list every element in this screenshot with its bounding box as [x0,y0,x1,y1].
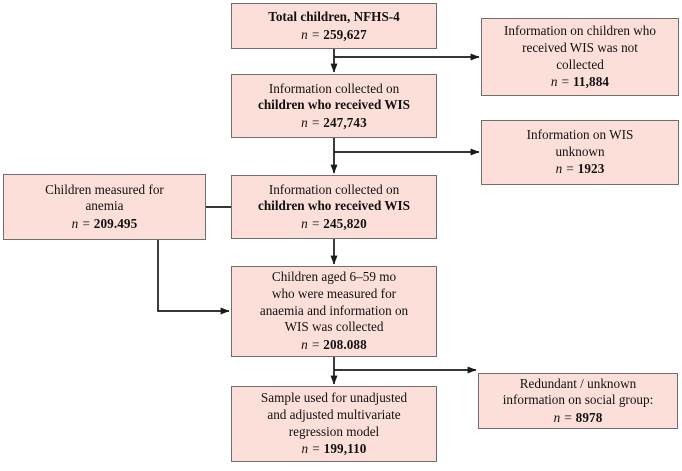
n-label: n = [71,215,91,231]
n-label: n = [555,161,575,177]
node-total-children: Total children, NFHS-4 n = 259,627 [231,3,437,49]
node-count: n = 199,110 [302,441,367,458]
n-label: n = [301,26,320,42]
node-line: and adjusted multivariate [267,406,401,422]
node-line: Redundant / unknown [519,375,637,391]
node-wis-not-collected: Information on children who received WIS… [481,18,679,96]
node-line: Information collected on [268,80,400,96]
n-label: n = [301,215,320,231]
node-wis-unknown: Information on WIS unknown n = 1923 [481,120,679,185]
node-count: n = 208.088 [301,337,367,354]
node-line: information on social group: [502,392,654,408]
node-children-measured-anemia: Children measured for anemia n = 209.495 [3,174,206,240]
node-info-collected-247743: Information collected on children who re… [231,74,437,138]
node-line: unknown [555,143,605,159]
node-count: n = 1923 [556,161,605,178]
node-count: n = 259,627 [301,27,367,44]
node-info-collected-245820: Information collected on children who re… [231,175,437,239]
node-line: collected [556,56,604,72]
edge-anemia-to-aged [157,240,230,315]
node-count: n = 209.495 [72,216,138,233]
node-line: children who received WIS [257,97,411,113]
n-value: 259,627 [323,26,367,42]
node-line: received WIS was not [522,39,638,55]
node-redundant-social-group: Redundant / unknown information on socia… [478,373,678,429]
n-label: n = [550,74,570,90]
n-label: n = [553,409,573,425]
n-value: 245,820 [323,215,367,231]
node-count: n = 245,820 [301,216,367,233]
node-line: Information on WIS [526,127,634,143]
node-line: anemia [85,198,124,214]
node-line: WIS was collected [284,319,384,335]
node-line: children who received WIS [257,198,411,214]
n-value: 209.495 [93,215,138,231]
node-line: Children measured for [45,181,164,197]
node-line: Information collected on [268,181,400,197]
node-final-sample: Sample used for unadjusted and adjusted … [231,386,437,462]
node-line: Total children, NFHS-4 [268,8,400,24]
node-count: n = 8978 [554,410,603,427]
n-label: n = [301,114,320,130]
node-children-aged-6-59-mo: Children aged 6–59 mo who were measured … [231,266,437,357]
n-value: 11,884 [572,74,610,90]
node-line: Sample used for unadjusted [260,390,408,406]
node-count: n = 11,884 [551,74,609,91]
n-value: 208.088 [323,336,367,352]
node-line: anaemia and information on [259,302,409,318]
n-value: 199,110 [323,441,367,457]
node-line: Information on children who [504,23,656,39]
n-label: n = [301,441,321,457]
n-value: 8978 [575,409,603,425]
n-value: 247,743 [323,114,367,130]
node-count: n = 247,743 [301,115,367,132]
node-line: who were measured for [271,286,397,302]
node-line: Children aged 6–59 mo [271,269,397,285]
n-value: 1923 [577,161,605,177]
n-label: n = [301,336,320,352]
node-line: regression model [288,423,380,439]
